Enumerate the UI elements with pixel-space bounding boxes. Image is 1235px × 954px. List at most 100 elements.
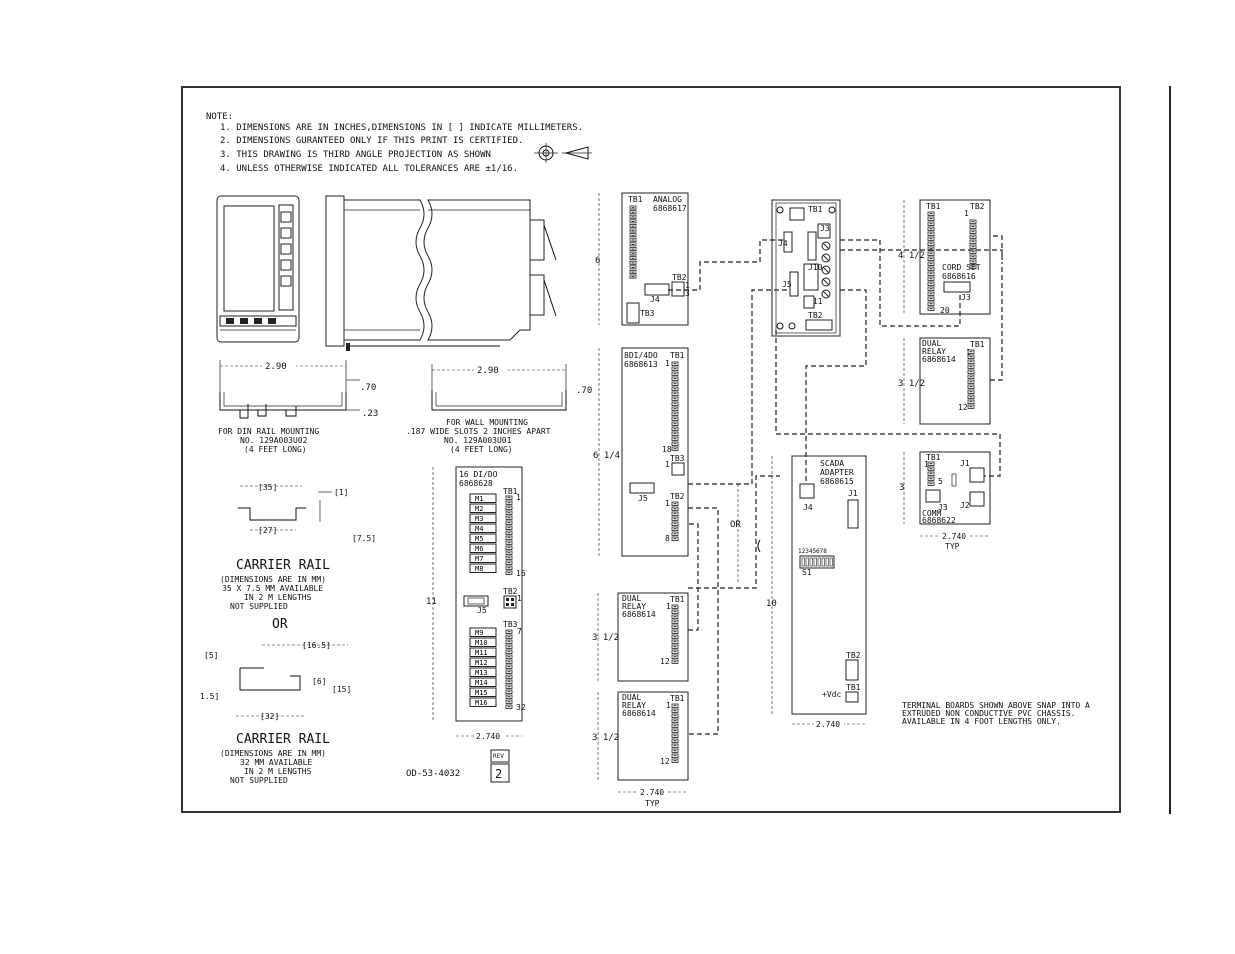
- io-module-label: M2: [475, 505, 483, 513]
- scada-name-1: SCADA: [820, 459, 844, 468]
- terminal-pin-contact: [929, 248, 933, 250]
- io-module: [469, 697, 497, 707]
- scada-height: 10: [766, 599, 777, 609]
- terminal-pin-contact: [507, 542, 511, 544]
- cord-tb2: TB2: [970, 202, 985, 211]
- terminal-pin-contact: [631, 253, 635, 255]
- terminal-pin-contact: [971, 221, 975, 223]
- terminal-pin-contact: [969, 356, 973, 358]
- screw-slot: [822, 278, 830, 286]
- rail2-caption-3: IN 2 M LENGTHS: [244, 767, 312, 776]
- drawing-number: OD-53-4032: [406, 769, 460, 779]
- io-module-label: M11: [475, 649, 488, 657]
- io-module: [469, 637, 497, 647]
- terminal-pin-contact: [929, 483, 933, 485]
- din-caption-1: FOR DIN RAIL MOUNTING: [218, 427, 319, 436]
- din-width-dim: 2.90: [265, 362, 287, 372]
- io-module: [469, 553, 497, 563]
- terminal-pin-contact: [673, 378, 677, 380]
- terminal-pin-contact: [929, 218, 933, 220]
- wall-caption-1: FOR WALL MOUNTING: [446, 418, 528, 427]
- terminal-pin-contact: [673, 538, 677, 540]
- io-module-label: M4: [475, 525, 483, 533]
- terminal-pin-contact: [673, 760, 677, 762]
- terminal-pin-contact: [673, 533, 677, 535]
- rail2-caption-4: NOT SUPPLIED: [230, 776, 288, 785]
- terminal-pin-contact: [507, 527, 511, 529]
- terminal-pin-contact: [507, 691, 511, 693]
- rail1-caption-1: (DIMENSIONS ARE IN MM): [220, 575, 326, 584]
- terminal-pin-contact: [507, 552, 511, 554]
- relay1-tb1: TB1: [670, 595, 685, 604]
- terminal-pin-contact: [673, 413, 677, 415]
- screw-slot: [822, 266, 830, 274]
- analog-tb2-pin1: 1: [685, 281, 690, 290]
- io-module: [469, 543, 497, 553]
- terminal-pin-contact: [673, 641, 677, 643]
- dip-switch-segment: [805, 557, 809, 567]
- din-rail-mounting-profile: 2.90 .70 .23 FOR DIN RAIL MOUNTING NO. 1…: [218, 360, 378, 454]
- terminal-pin-contact: [673, 626, 677, 628]
- edi-tb3: TB3: [670, 454, 685, 463]
- terminal-pin-contact: [969, 376, 973, 378]
- terminal-pin-contact: [971, 246, 975, 248]
- terminal-pin-contact: [673, 393, 677, 395]
- comm-j3: J3: [938, 503, 948, 512]
- terminal-pin-contact: [929, 308, 933, 310]
- di16-name: 16 DI/DO: [459, 470, 498, 479]
- terminal-pin-contact: [969, 361, 973, 363]
- scada-tb2: TB2: [846, 651, 861, 660]
- rail2-dim-6: [6]: [312, 677, 326, 686]
- edi-pin1: 1: [665, 359, 670, 368]
- relay3-pin12: 12: [958, 403, 968, 412]
- terminal-pin-contact: [507, 681, 511, 683]
- terminal-pin-contact: [673, 368, 677, 370]
- terminal-pin-contact: [673, 611, 677, 613]
- rail1-caption-4: NOT SUPPLIED: [230, 602, 288, 611]
- di16-j5: J5: [477, 606, 487, 615]
- terminal-pin-contact: [507, 636, 511, 638]
- terminal-pin-contact: [507, 572, 511, 574]
- terminal-pin-contact: [631, 221, 635, 222]
- board-dual-relay-1: DUAL RELAY 6868614 TB1 1 12 3 1/2: [592, 592, 689, 682]
- edi-part: 6868613: [624, 360, 658, 369]
- relay1-pin12: 12: [660, 657, 670, 666]
- io-module: [469, 563, 497, 573]
- terminal-pin-contact: [929, 223, 933, 225]
- terminal-pin-contact: [971, 226, 975, 228]
- terminal-pin-contact: [673, 518, 677, 520]
- rail2-dim-15: [15]: [332, 685, 351, 694]
- io-module-label: M13: [475, 669, 488, 677]
- io-module-label: M14: [475, 679, 488, 687]
- terminal-pin-contact: [673, 433, 677, 435]
- terminal-pin-contact: [929, 213, 933, 215]
- relay3-height: 3 1/2: [898, 379, 925, 389]
- terminal-pin-contact: [631, 271, 635, 273]
- terminal-pin-contact: [507, 537, 511, 539]
- dip-switch-segment: [829, 557, 833, 567]
- terminal-pin-contact: [673, 388, 677, 390]
- relay3-part: 6868614: [922, 355, 956, 364]
- din-height-dim: .70: [360, 383, 376, 393]
- terminal-pin-contact: [673, 656, 677, 658]
- terminal-pin-contact: [969, 366, 973, 368]
- terminal-pin-contact: [971, 251, 975, 253]
- analog-tb2-pin3: 3: [685, 289, 690, 298]
- board-8di-4do: 8DI/4DO 6868613 TB1 1 18 TB3 1 J5 TB2 1 …: [593, 347, 689, 557]
- board-scada-adapter: SCADA ADAPTER 6868615 J4 J1 12345678 S1 …: [766, 455, 867, 729]
- io-module-label: M1: [475, 495, 483, 503]
- terminal-pin-contact: [507, 507, 511, 509]
- comm-j2: J2: [960, 501, 970, 510]
- page-edge-line: [1169, 86, 1171, 814]
- relay3-name-1: DUAL: [922, 339, 941, 348]
- io-module: [469, 513, 497, 523]
- edi-tb2-pin1: 1: [665, 499, 670, 508]
- terminal-pin-contact: [631, 230, 635, 232]
- wall-caption-2: .187 WIDE SLOTS 2 INCHES APART: [406, 427, 551, 436]
- io-module-label: M10: [475, 639, 488, 647]
- relay2-part: 6868614: [622, 709, 656, 718]
- rail1-caption-3: IN 2 M LENGTHS: [244, 593, 312, 602]
- terminal-pin-contact: [673, 661, 677, 663]
- relay1-part: 6868614: [622, 610, 656, 619]
- footnote-1: TERMINAL BOARDS SHOWN ABOVE SNAP INTO A: [902, 701, 1090, 710]
